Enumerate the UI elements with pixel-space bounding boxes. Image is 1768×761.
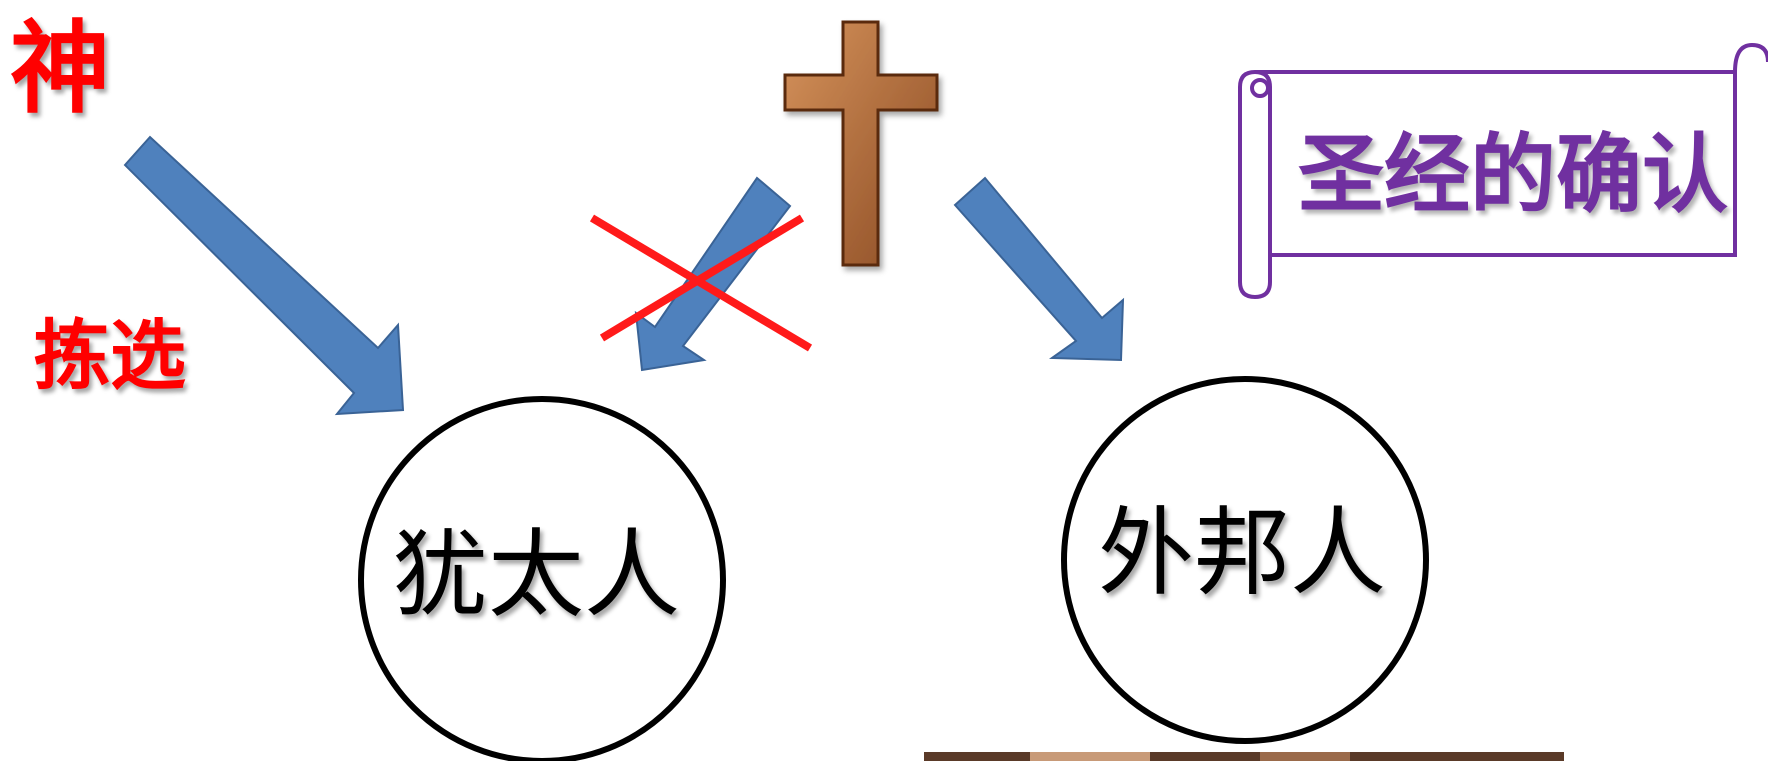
photo-strip (924, 752, 1564, 761)
scroll-banner (1238, 42, 1768, 300)
cross-icon (783, 20, 939, 267)
jews-circle (358, 396, 726, 761)
jews-label: 犹太人 (392, 519, 680, 631)
red-x-mark (589, 214, 813, 352)
arrow-cross-to-gentiles (953, 176, 1125, 362)
scripture-label: 圣经的确认 (1298, 124, 1728, 225)
gentiles-circle (1061, 376, 1429, 744)
gentiles-label: 外邦人 (1098, 497, 1386, 609)
arrow-god-to-jews (123, 135, 405, 416)
god-label: 神 (10, 9, 110, 127)
chosen-label: 拣选 (34, 311, 186, 400)
